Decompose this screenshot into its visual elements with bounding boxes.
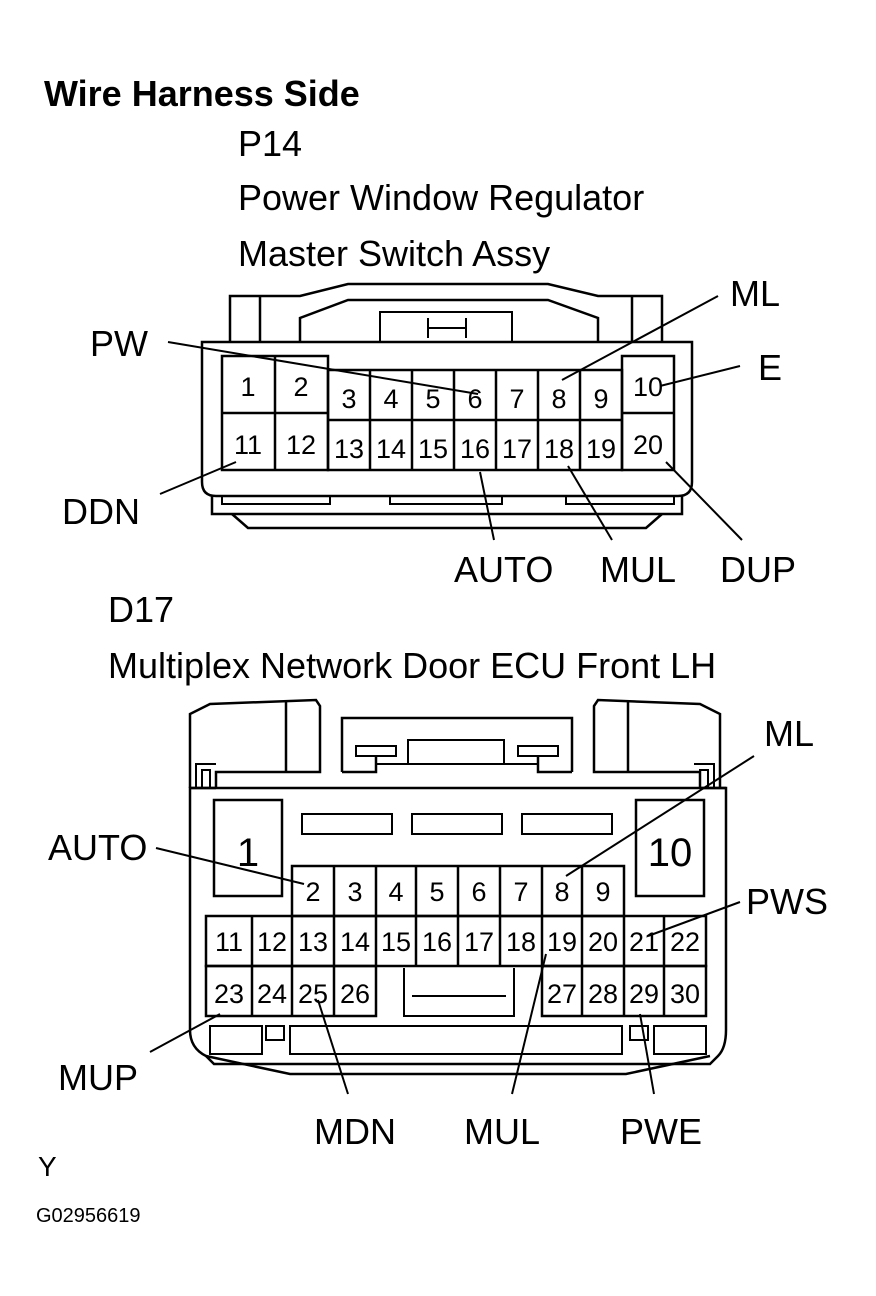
p14-callout-e: E <box>758 347 782 388</box>
p14-code: P14 <box>238 123 302 164</box>
d17-callout-mdn: MDN <box>314 1111 396 1152</box>
p14-pin: 1 <box>240 372 255 402</box>
p14-pin: 16 <box>460 434 490 464</box>
d17-callout-auto: AUTO <box>48 827 147 868</box>
d17-pin: 3 <box>347 877 362 907</box>
p14-callout-lines <box>159 295 743 541</box>
d17-callout-ml: ML <box>764 713 814 754</box>
d17-pin: 11 <box>215 927 243 957</box>
d17-callout-pwe: PWE <box>620 1111 702 1152</box>
d17-pin: 8 <box>554 877 569 907</box>
p14-callout-ddn: DDN <box>62 491 140 532</box>
p14-name-line2: Master Switch Assy <box>238 233 550 274</box>
d17-name: Multiplex Network Door ECU Front LH <box>108 645 716 686</box>
d17-callout-mup: MUP <box>58 1057 138 1098</box>
p14-pin: 3 <box>341 384 356 414</box>
p14-pin: 15 <box>418 434 448 464</box>
d17-pin: 26 <box>340 979 370 1009</box>
d17-pin: 15 <box>381 927 411 957</box>
p14-connector <box>200 282 694 530</box>
footer-code-letter: Y <box>38 1151 57 1182</box>
p14-pin: 7 <box>509 384 524 414</box>
p14-pin: 5 <box>425 384 440 414</box>
d17-pin: 17 <box>464 927 494 957</box>
d17-pin: 9 <box>595 877 610 907</box>
d17-pin: 14 <box>340 927 370 957</box>
footer-figure-id: G02956619 <box>36 1205 141 1227</box>
p14-pin: 19 <box>586 434 616 464</box>
p14-pin: 11 <box>234 430 262 460</box>
d17-pin: 27 <box>547 979 577 1009</box>
d17-pin: 12 <box>257 927 287 957</box>
d17-pin: 22 <box>670 927 700 957</box>
d17-pin: 23 <box>214 979 244 1009</box>
p14-pin: 9 <box>593 384 608 414</box>
d17-connector <box>188 698 728 1076</box>
p14-pin: 4 <box>383 384 398 414</box>
d17-pin: 2 <box>305 877 320 907</box>
d17-callout-mul: MUL <box>464 1111 540 1152</box>
p14-pin: 12 <box>286 430 316 460</box>
d17-pin: 5 <box>429 877 444 907</box>
d17-pin: 28 <box>588 979 618 1009</box>
p14-callout-mul: MUL <box>600 549 676 590</box>
p14-callout-ml: ML <box>730 273 780 314</box>
d17-pin: 18 <box>506 927 536 957</box>
d17-pin: 20 <box>588 927 618 957</box>
d17-pin: 21 <box>629 927 659 957</box>
p14-pin: 6 <box>467 384 482 414</box>
d17-pin: 4 <box>388 877 403 907</box>
d17-pin: 13 <box>298 927 328 957</box>
d17-callout-lines <box>149 755 755 1095</box>
d17-pin: 24 <box>257 979 287 1009</box>
d17-pin: 29 <box>629 979 659 1009</box>
d17-code: D17 <box>108 589 174 630</box>
d17-pin: 30 <box>670 979 700 1009</box>
p14-pin: 10 <box>633 372 663 402</box>
d17-pin-numbers: 1 2 3 4 5 6 7 8 9 10 11 12 13 14 15 16 1… <box>214 831 700 1009</box>
p14-callout-dup: DUP <box>720 549 796 590</box>
d17-pin: 19 <box>547 927 577 957</box>
p14-name-line1: Power Window Regulator <box>238 177 644 218</box>
p14-callout-auto: AUTO <box>454 549 553 590</box>
p14-pin: 20 <box>633 430 663 460</box>
d17-pin: 1 <box>237 831 259 875</box>
d17-pin: 6 <box>471 877 486 907</box>
diagram-title: Wire Harness Side <box>44 73 360 114</box>
d17-pin: 10 <box>648 831 693 875</box>
p14-pin: 8 <box>551 384 566 414</box>
d17-pin: 16 <box>422 927 452 957</box>
p14-pin-numbers: 1 2 3 4 5 6 7 8 9 10 11 12 13 14 15 16 1… <box>234 372 663 464</box>
p14-pin: 18 <box>544 434 574 464</box>
p14-pin: 17 <box>502 434 532 464</box>
d17-callout-pws: PWS <box>746 881 828 922</box>
p14-pin: 14 <box>376 434 406 464</box>
d17-pin: 7 <box>513 877 528 907</box>
p14-pin: 2 <box>293 372 308 402</box>
p14-pin: 13 <box>334 434 364 464</box>
d17-pin: 25 <box>298 979 328 1009</box>
p14-callout-pw: PW <box>90 323 148 364</box>
